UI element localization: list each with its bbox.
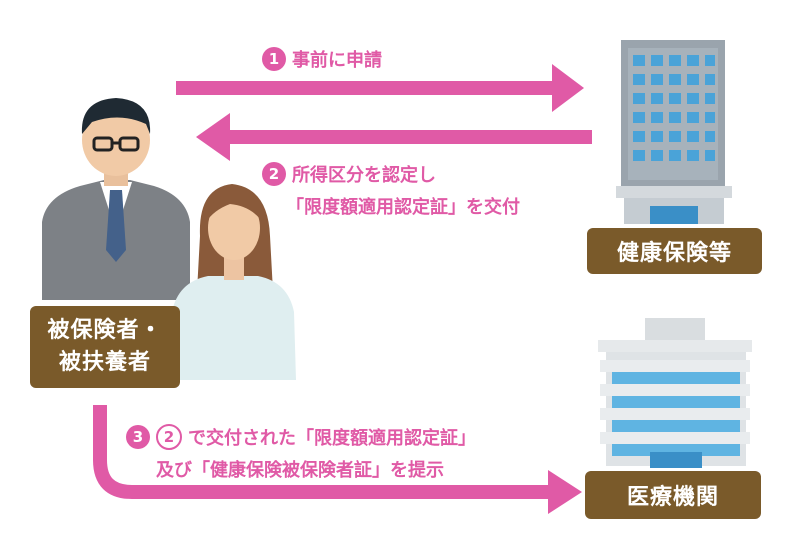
insured-label-line1: 被保険者・ xyxy=(47,318,163,343)
insurer-building-icon xyxy=(616,40,732,224)
insured-woman-icon xyxy=(170,184,296,380)
insured-man-icon xyxy=(42,98,190,300)
hospital-building-icon xyxy=(598,318,752,468)
insurer-label: 健康保険等 xyxy=(587,228,762,274)
step-3-number: 3 xyxy=(126,425,150,449)
step-3-label: 3 2 で交付された「限度額適用認定証」 xyxy=(126,424,476,450)
arrow-present xyxy=(93,405,582,514)
step-3-line1: で交付された「限度額適用認定証」 xyxy=(188,428,476,449)
step-2-label: 2 所得区分を認定し xyxy=(262,161,436,187)
step-3-ref-number: 2 xyxy=(156,424,182,450)
step-2-line1: 所得区分を認定し xyxy=(292,165,436,186)
step-2-number: 2 xyxy=(262,162,286,186)
step-1-number: 1 xyxy=(262,47,286,71)
insured-label: 被保険者・ 被扶養者 xyxy=(30,306,180,388)
step-3-line2: 及び「健康保険被保険者証」を提示 xyxy=(156,460,444,481)
step-1-label: 1 事前に申請 xyxy=(262,46,382,72)
arrow-issue xyxy=(196,113,592,161)
arrow-apply xyxy=(176,64,584,112)
step-1-text: 事前に申請 xyxy=(292,50,382,71)
step-2-line2: 「限度額適用認定証」を交付 xyxy=(286,197,520,218)
insured-label-line2: 被扶養者 xyxy=(58,350,151,375)
hospital-label: 医療機関 xyxy=(585,471,761,519)
